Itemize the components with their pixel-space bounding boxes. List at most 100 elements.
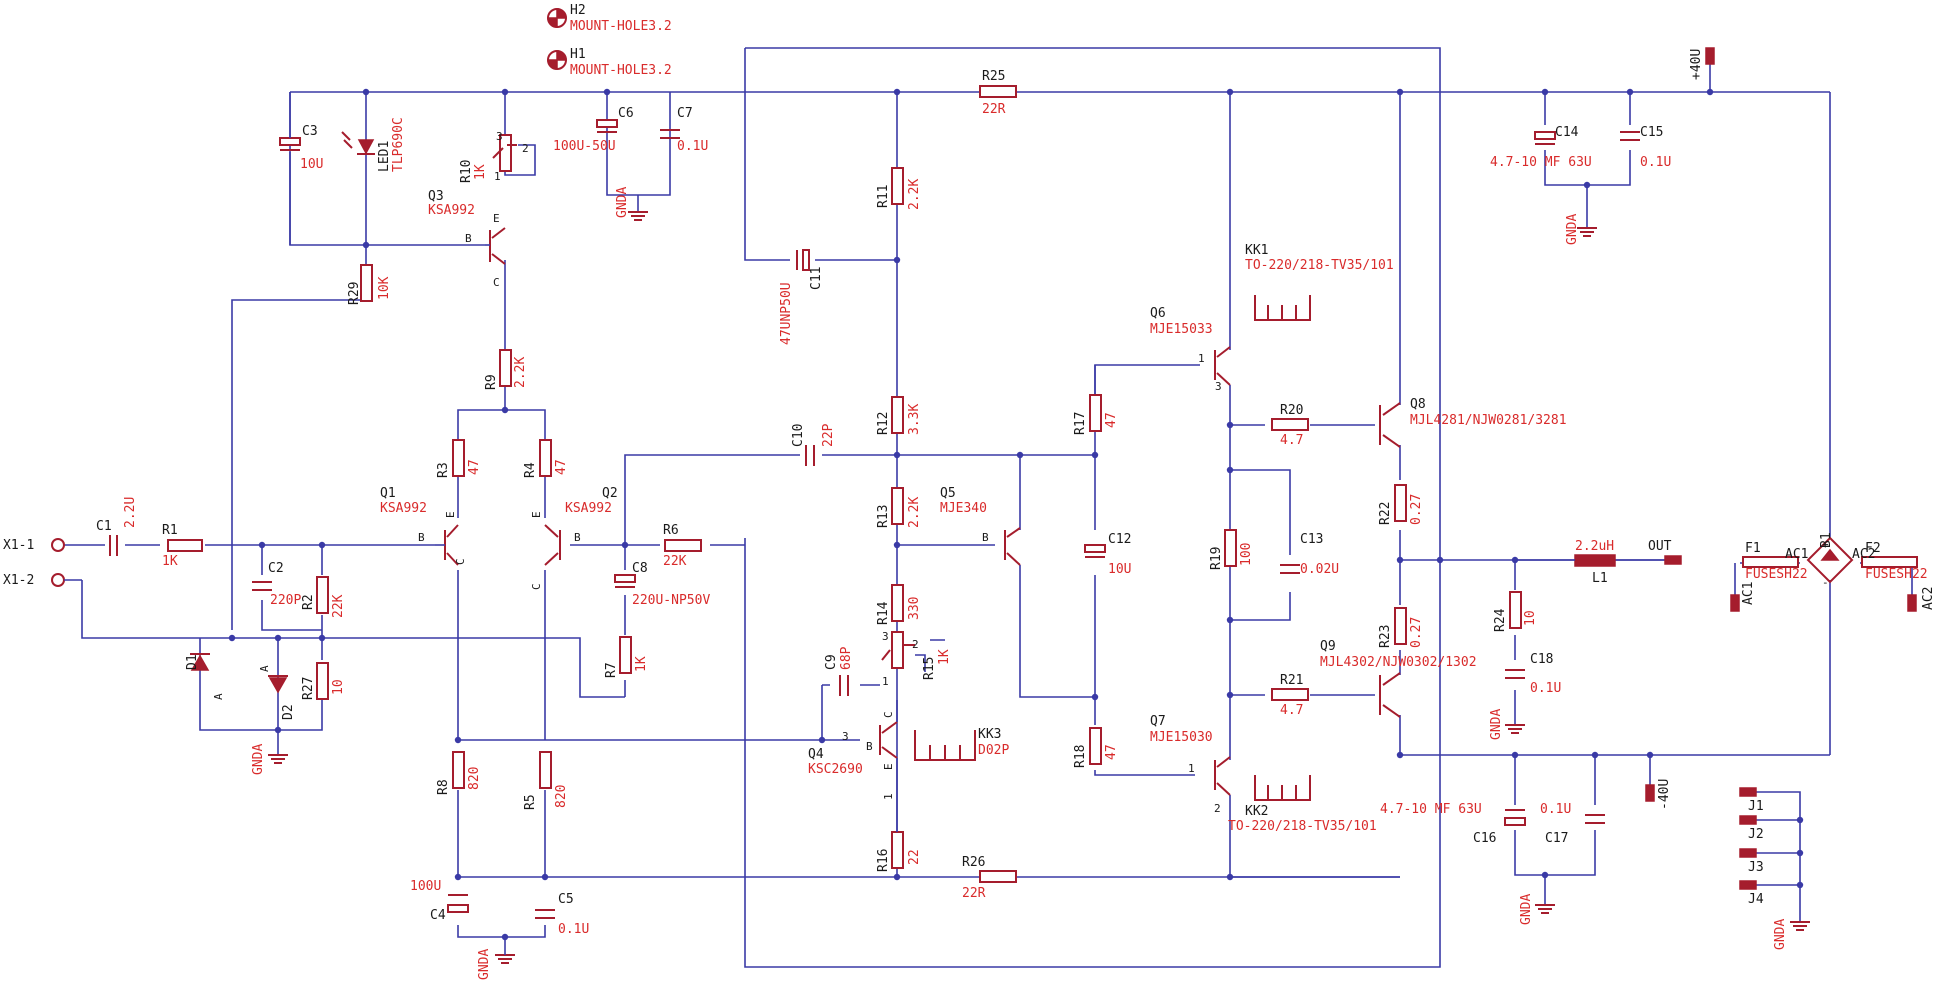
c16-body [1504,817,1526,826]
d2-triangle [268,677,288,694]
f1-body [1742,556,1799,568]
junction [541,873,549,881]
junction [1583,181,1591,189]
c5-name: C5 [558,892,574,907]
r23-body [1394,607,1407,645]
led1-bar [341,131,375,155]
c1-plates [109,535,118,556]
q5-value: MJE340 [940,501,987,516]
junction [603,88,611,96]
c11-name: C11 [809,267,824,290]
b1-ac2: AC2 [1852,547,1875,562]
c12-value: 10U [1108,562,1131,577]
r7-body [619,636,632,674]
r29-value: 10K [377,276,392,300]
q1-pin-b: B [418,531,425,544]
r9-name: R9 [484,374,499,390]
b1-diode [1820,548,1840,561]
led1-name: LED1 [377,141,392,172]
c3-body [279,137,301,146]
q4-pin-e: E [882,763,895,770]
junction [1091,693,1099,701]
r18-name: R18 [1073,745,1088,768]
c14-body [1534,131,1556,140]
junction [1511,751,1519,759]
j2-name: J2 [1748,827,1764,842]
c2-value: 220P [270,593,301,608]
gnd-c14 [1577,227,1597,237]
c7-name: C7 [677,106,693,121]
c7-value: 0.1U [677,139,708,154]
r15-pin3: 3 [882,630,889,643]
pos-supply-pin [1705,47,1715,65]
r20-name: R20 [1280,403,1303,418]
r29-body [360,264,373,302]
r27-value: 10 [331,679,346,695]
wire-q9-c [1399,715,1830,756]
q9-symbol [1379,672,1401,718]
x1-2-terminal[interactable] [51,573,65,587]
f2-body [1861,556,1918,568]
h1-name: H1 [570,47,586,62]
junction [893,88,901,96]
l1-name: L1 [1592,571,1608,586]
q3-value: KSA992 [428,203,475,218]
kk3-value: D02P [978,743,1009,758]
junction [1796,881,1804,889]
junction [1706,88,1714,96]
gnd-diodes [268,754,288,764]
gnd-jacks-label: GNDA [1773,919,1788,950]
junction [893,256,901,264]
q7-name: Q7 [1150,714,1166,729]
r12-body [891,396,904,434]
q5-name: Q5 [940,486,956,501]
c8-body [614,574,636,583]
r22-name: R22 [1378,502,1393,525]
x1-1-terminal[interactable] [51,538,65,552]
junction [454,873,462,881]
gnd-diodes-label: GNDA [251,744,266,775]
c4-value: 100U [410,879,441,894]
q8-value: MJL4281/NJW0281/3281 [1410,413,1567,428]
r13-name: R13 [876,505,891,528]
c18-plates [1505,669,1525,679]
wire-c2 [261,545,322,631]
gnd-r24 [1505,724,1525,734]
q2-pin-b: B [574,531,581,544]
r15-pin2: 2 [912,638,919,651]
mount-holes [547,8,567,70]
r3-value: 47 [467,459,482,475]
r10-pin1: 1 [494,170,501,183]
b1-bridge [1806,536,1854,584]
q6-name: Q6 [1150,306,1166,321]
l1-value: 2.2uH [1575,539,1614,554]
junction [1796,849,1804,857]
q4-name: Q4 [808,747,824,762]
led1-triangle [357,139,375,155]
junction [1396,751,1404,759]
wire-input2 [81,580,625,698]
gnd-c6c7 [628,211,648,221]
wire-r15 [915,639,945,672]
neg-supply-pin [1645,784,1655,802]
h2-value: MOUNT-HOLE3.2 [570,19,672,34]
r7-value: 1K [634,656,649,672]
r11-value: 2.2K [907,179,922,210]
r16-value: 22 [907,849,922,865]
kk2-value: TO-220/218-TV35/101 [1228,819,1377,834]
q4-pin-b: B [866,740,873,753]
r17-name: R17 [1073,412,1088,435]
q6-pin3: 3 [1215,380,1222,393]
c6-body [596,119,618,128]
r23-name: R23 [1378,625,1393,648]
c6-value: 100U-50U [553,139,616,154]
gnd-r24-label: GNDA [1489,709,1504,740]
c4-body [447,904,469,913]
b1-plus: + [1822,538,1829,551]
junction [362,88,370,96]
c11-value: 47UNP50U [779,282,794,345]
r25-name: R25 [982,69,1005,84]
q7-symbol [1214,756,1231,796]
kk1-value: TO-220/218-TV35/101 [1245,258,1394,273]
r16-body [891,831,904,869]
